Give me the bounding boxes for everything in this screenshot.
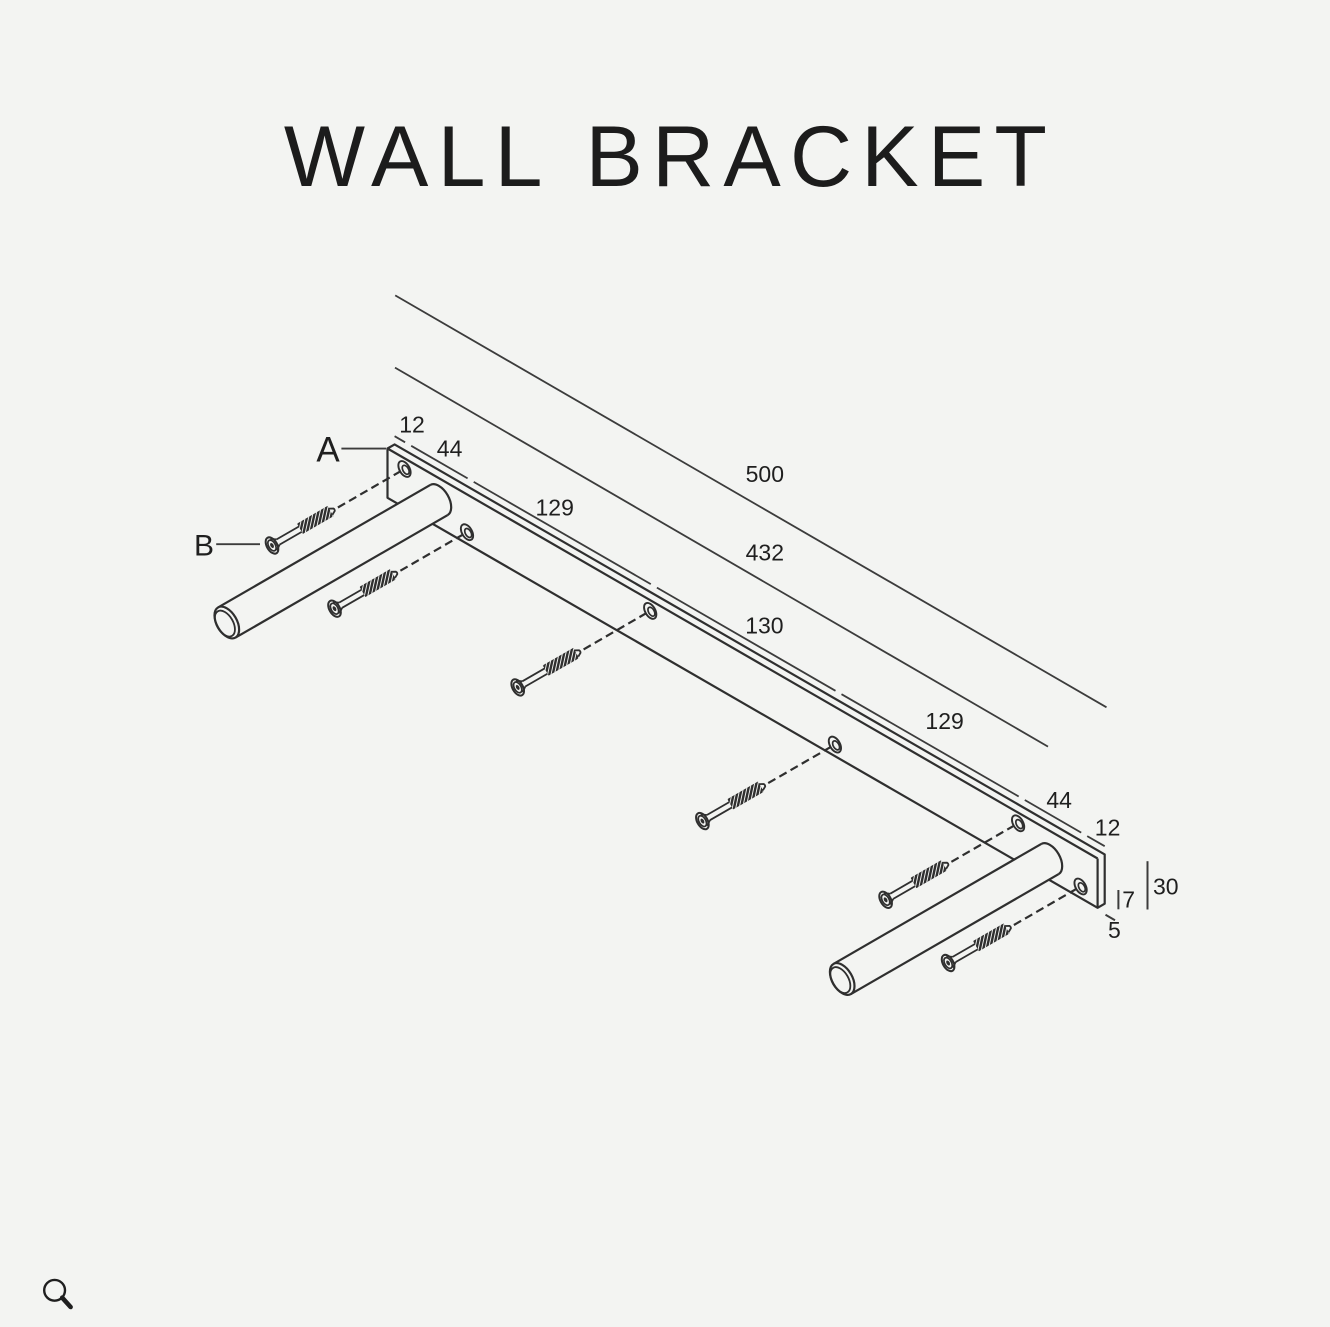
svg-text:129: 129: [925, 708, 963, 734]
svg-text:130: 130: [745, 612, 783, 638]
svg-text:44: 44: [1046, 787, 1072, 813]
svg-text:30: 30: [1153, 874, 1179, 900]
svg-text:432: 432: [746, 539, 784, 565]
svg-text:12: 12: [399, 411, 425, 437]
svg-text:WALL BRACKET: WALL BRACKET: [284, 109, 1056, 205]
svg-text:A: A: [316, 430, 340, 469]
svg-text:12: 12: [1095, 815, 1121, 841]
svg-text:5: 5: [1108, 917, 1121, 943]
svg-text:44: 44: [437, 436, 463, 462]
svg-text:500: 500: [746, 461, 784, 487]
svg-text:129: 129: [536, 494, 574, 520]
svg-text:B: B: [194, 530, 214, 563]
svg-text:7: 7: [1122, 887, 1135, 913]
